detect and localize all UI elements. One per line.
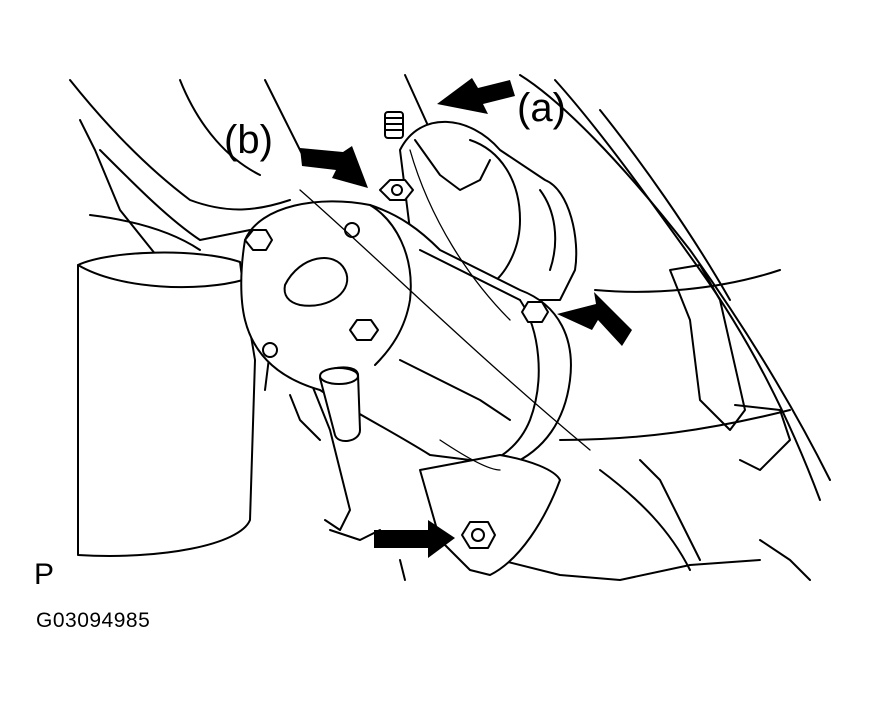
engine-background <box>69 74 831 581</box>
callout-label-a: (a) <box>517 86 566 130</box>
starter-motor-body <box>240 200 572 466</box>
arrow-terminal-a <box>437 78 515 114</box>
callout-arrows <box>300 78 632 558</box>
view-code-label: P <box>34 558 55 591</box>
arrow-terminal-b <box>300 146 368 188</box>
terminal-nut-b <box>379 179 414 201</box>
cables <box>299 149 591 471</box>
upper-mounting-bolt <box>244 229 273 251</box>
lower-mounting-bolt <box>461 521 496 549</box>
mounting-bracket <box>419 454 561 576</box>
solenoid-connector-bolt <box>521 301 549 323</box>
arrow-lower-bolt <box>374 520 455 558</box>
bolts <box>244 179 549 549</box>
figure-id: G03094985 <box>36 609 151 632</box>
side-mounting-bolt <box>349 319 379 341</box>
arrow-solenoid-bolt <box>557 292 632 346</box>
oil-filter <box>77 251 256 557</box>
drive-shaft <box>319 366 361 442</box>
callout-label-b: (b) <box>224 118 273 162</box>
